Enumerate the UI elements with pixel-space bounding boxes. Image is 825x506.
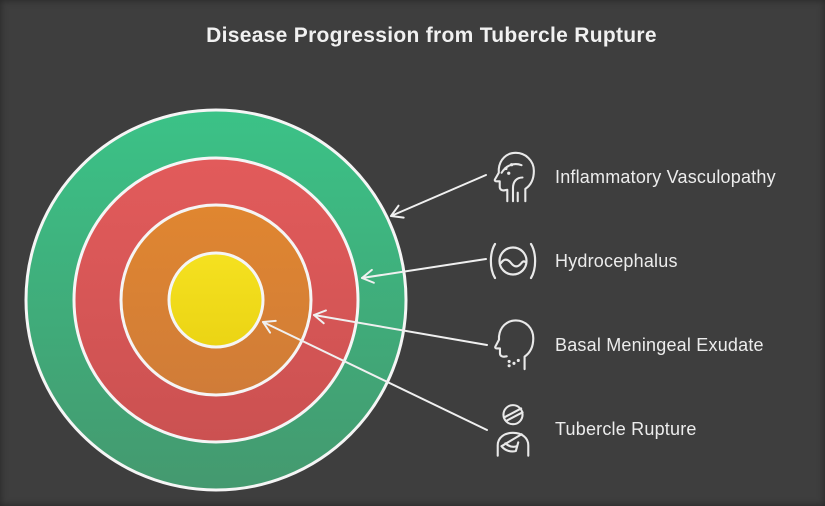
legend-label: Basal Meningeal Exudate [555,334,764,355]
legend-item-hydrocephalus: Hydrocephalus [487,233,678,289]
arrow-basal-meningeal-exudate [313,309,488,346]
legend-item-basal-meningeal-exudate: Basal Meningeal Exudate [487,317,764,373]
arrow-tubercle-rupture [262,319,488,431]
head-profile-exudate-icon [487,317,539,373]
legend-item-tubercle-rupture: Tubercle Rupture [487,401,697,457]
legend-label: Hydrocephalus [555,250,678,271]
legend-item-inflammatory-vasculopathy: Inflammatory Vasculopathy [487,149,776,205]
arrow-hydrocephalus [361,258,487,284]
page-title: Disease Progression from Tubercle Ruptur… [206,24,657,47]
legend-label: Inflammatory Vasculopathy [555,166,776,187]
injured-person-icon [487,401,539,457]
skull-fluid-wave-icon [487,233,539,289]
arrow-inflammatory-vasculopathy [390,174,487,219]
ring-tubercle-rupture [167,251,265,349]
legend-label: Tubercle Rupture [555,418,697,439]
head-inflamed-vessels-icon [487,149,539,205]
